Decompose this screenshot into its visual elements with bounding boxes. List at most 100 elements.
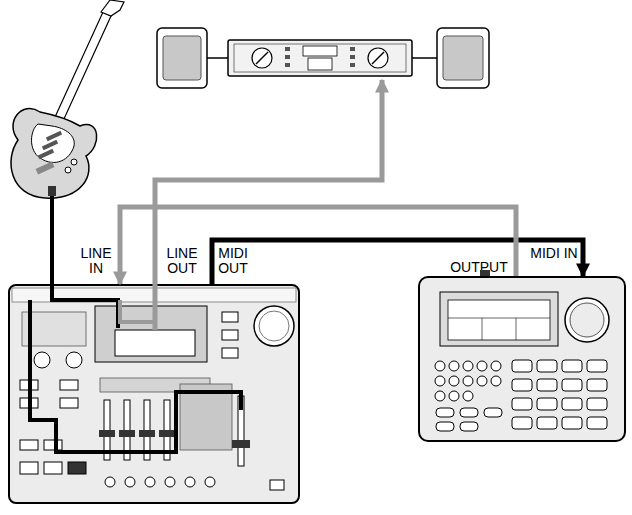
midi-cable: [212, 240, 583, 284]
function-button: [460, 408, 478, 417]
lcd-display: [448, 300, 550, 340]
panel-button: [222, 312, 238, 322]
panel-button: [20, 398, 38, 408]
track-button: [205, 477, 215, 487]
fader-cap: [119, 430, 135, 437]
knob-mark: [372, 52, 384, 64]
rhythm-machine: OUTPUTMIDI IN: [418, 276, 626, 442]
power-amplifier: [228, 40, 412, 76]
transport-button: [44, 440, 62, 450]
master-fader-cap: [232, 440, 250, 448]
port-label: OUTPUT: [440, 260, 518, 275]
drum-pad: [512, 417, 532, 429]
speaker-cable: [412, 57, 437, 59]
panel-button: [20, 380, 38, 390]
panel-button: [270, 480, 284, 490]
speaker-grille: [443, 36, 483, 80]
effects-strip: [100, 378, 210, 392]
drum-pad: [537, 417, 557, 429]
function-button: [484, 408, 502, 417]
function-button: [449, 391, 459, 401]
drum-pad: [562, 360, 582, 372]
amp-led: [350, 47, 355, 51]
time-dial: [259, 311, 289, 341]
pickup: [42, 140, 58, 150]
fader-slot: [144, 400, 150, 460]
speaker-right: [437, 28, 489, 88]
amp-led: [350, 63, 355, 67]
lcd-grid: [482, 318, 483, 340]
speaker-cabinet: [157, 28, 207, 88]
track-button: [105, 477, 115, 487]
port-label: LINE IN: [76, 246, 116, 276]
transport-button: [20, 440, 38, 450]
function-button: [435, 376, 445, 386]
speaker-grille: [163, 36, 201, 80]
track-section: [180, 384, 232, 450]
pickguard: [32, 124, 75, 162]
function-button: [435, 361, 445, 371]
function-button: [435, 391, 445, 401]
drum-pad: [512, 360, 532, 372]
value-dial: [565, 298, 609, 342]
level-knob: [66, 352, 82, 368]
jack-strip: [12, 288, 296, 302]
guitar-headstock: [101, 0, 124, 16]
lcd-bezel: [440, 292, 558, 346]
port-label: MIDI IN: [530, 246, 578, 261]
audio-cable: [120, 207, 516, 284]
fader-cap: [99, 430, 115, 437]
track-button: [145, 477, 155, 487]
drum-pad: [512, 398, 532, 410]
guitar-knob: [71, 159, 77, 165]
function-button: [463, 391, 473, 401]
panel-button: [60, 380, 78, 390]
track-button: [125, 477, 135, 487]
port-label: LINE OUT: [162, 246, 202, 276]
value-dial: [570, 303, 604, 337]
line-out-cable: [155, 80, 382, 330]
function-button: [477, 376, 487, 386]
drum-pad: [587, 360, 607, 372]
recorder-panel: [12, 288, 296, 490]
function-button: [449, 361, 459, 371]
track-button: [165, 477, 175, 487]
level-knob: [34, 352, 50, 368]
display-bezel: [95, 306, 207, 362]
amp-panel: [234, 44, 406, 72]
amp-led: [285, 63, 290, 67]
drum-pad: [512, 379, 532, 391]
fader-cap: [159, 430, 175, 437]
function-button: [477, 361, 487, 371]
output-jack: [48, 186, 56, 196]
speaker-cable: [207, 57, 228, 59]
drum-pad: [562, 398, 582, 410]
signal-path: [30, 300, 241, 452]
output-jack: [480, 270, 490, 276]
record-button: [68, 462, 86, 474]
function-button: [491, 376, 501, 386]
function-button: [460, 422, 478, 431]
drum-pad: [537, 360, 557, 372]
lcd-grid: [516, 318, 517, 340]
drum-pad: [562, 417, 582, 429]
pickup: [38, 149, 54, 159]
amp-led: [285, 47, 290, 51]
lcd-display: [115, 330, 195, 356]
lcd-grid: [448, 318, 550, 319]
guitar-body: [11, 109, 97, 199]
bridge: [36, 161, 55, 174]
drum-pad: [537, 398, 557, 410]
time-dial: [254, 306, 294, 346]
transport-button: [44, 462, 62, 474]
port-label: MIDI OUT: [212, 246, 254, 276]
amp-knob: [252, 48, 272, 68]
knob-mark: [256, 52, 268, 64]
panel-button: [222, 348, 238, 358]
function-button: [436, 408, 454, 417]
amp-switch: [308, 58, 332, 70]
fader-slot: [164, 400, 170, 460]
speaker-cabinet: [437, 28, 489, 88]
panel-button: [60, 398, 78, 408]
drum-pad: [537, 379, 557, 391]
